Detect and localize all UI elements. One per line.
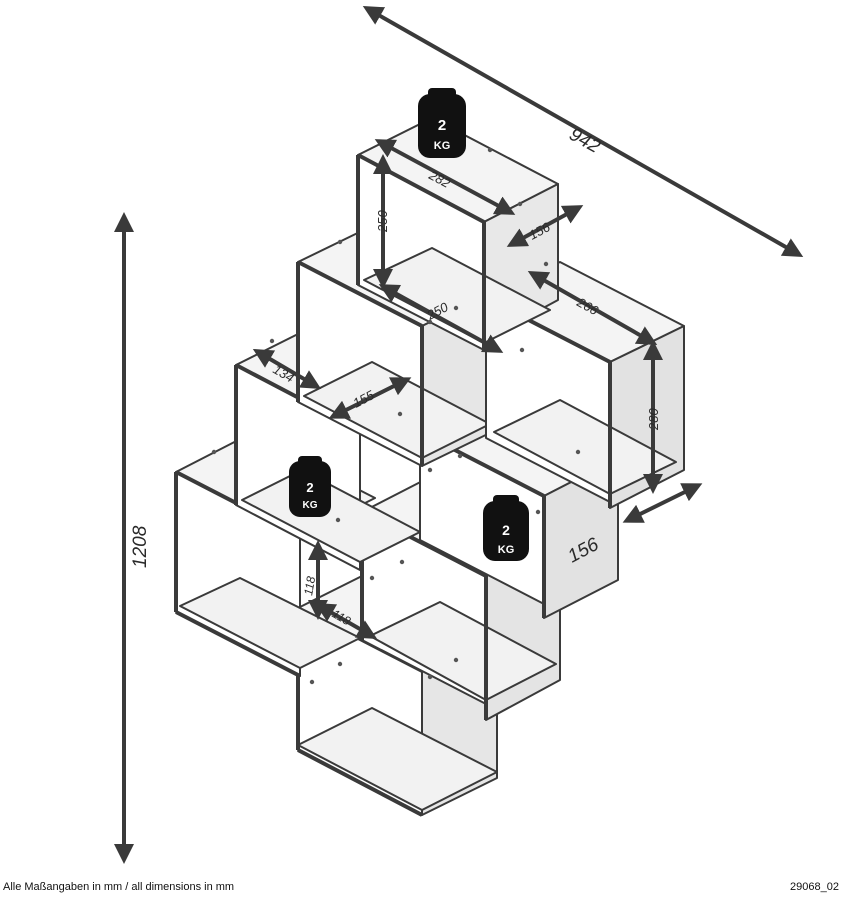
- weight-top-value: 2: [438, 117, 446, 134]
- label-top-height: 250: [375, 210, 390, 233]
- shelf-structure: [174, 117, 685, 817]
- weight-right-value: 2: [502, 522, 510, 538]
- arrow-total-width: [362, 6, 804, 257]
- label-right-height: 280: [646, 408, 661, 431]
- arrow-left-width: [328, 377, 412, 419]
- arrow-mid-width: [378, 284, 504, 353]
- weight-right: 2 KG: [483, 495, 529, 561]
- dimension-lines: [114, 6, 804, 864]
- weight-right-unit: KG: [498, 544, 515, 556]
- weight-left-unit: KG: [303, 500, 318, 511]
- dimensions-note: Alle Maßangaben in mm / all dimensions i…: [3, 881, 235, 893]
- arrow-top-width: [374, 139, 516, 215]
- label-small-height: 118: [301, 575, 318, 597]
- arrow-top-depth: [506, 205, 584, 247]
- arrow-right-depth: [622, 483, 703, 523]
- weight-top: 2 KG: [418, 88, 466, 158]
- weight-top-unit: KG: [434, 140, 451, 152]
- arrow-small-width: [314, 603, 378, 639]
- label-total-width: 942: [566, 124, 604, 158]
- arrow-left-depth: [252, 348, 322, 390]
- label-total-height: 1208: [130, 525, 151, 568]
- weight-left-value: 2: [306, 480, 313, 495]
- weight-left: 2 KG: [289, 456, 331, 517]
- arrow-right-width: [527, 271, 658, 345]
- drawing-code: 29068_02: [790, 881, 839, 893]
